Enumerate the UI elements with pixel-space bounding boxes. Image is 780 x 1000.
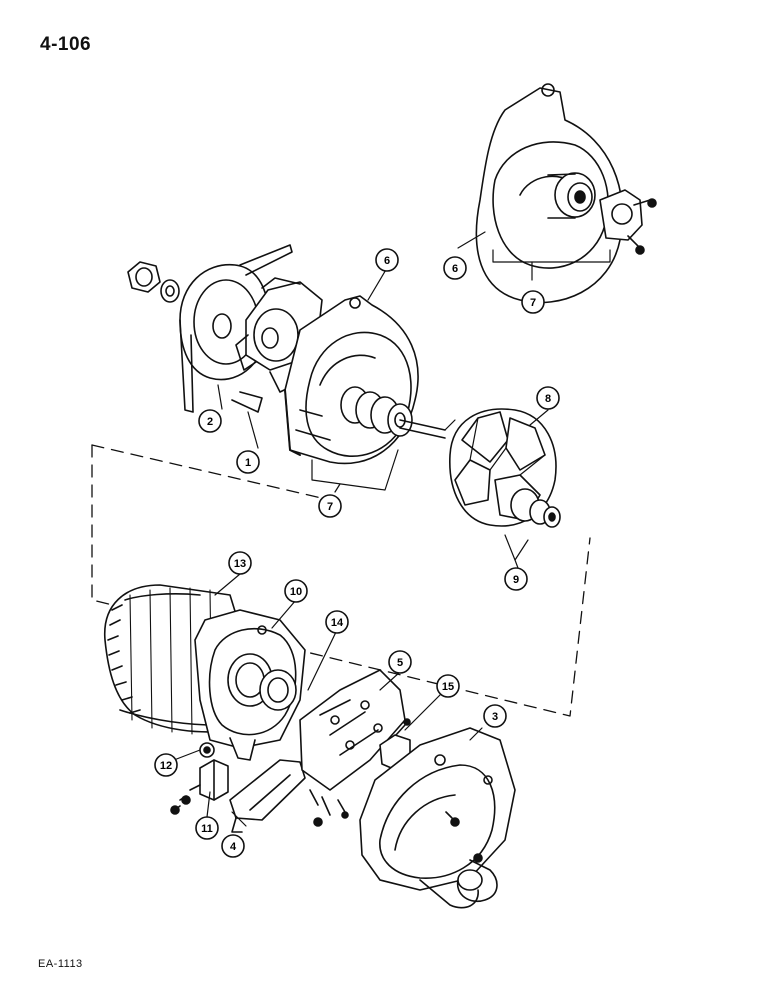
rotor	[444, 408, 561, 528]
page-number: 4-106	[40, 34, 92, 55]
callout-label: 6	[384, 255, 390, 267]
callout-2-pulley: 2	[198, 409, 222, 433]
end-housing-alternate	[475, 83, 657, 304]
callout-label: 7	[530, 297, 536, 309]
leader-lines	[173, 231, 611, 827]
callout-9-slip-rings: 9	[504, 567, 528, 591]
callout-6-drive-end: 6	[375, 248, 399, 272]
callout-label: 3	[492, 711, 498, 723]
callout-7-drive-end-bearing: 7	[318, 494, 342, 518]
callout-7-alternate-bearing: 7	[521, 290, 545, 314]
callout-14-nut: 12	[154, 753, 178, 777]
callout-11-stator: 13	[228, 551, 252, 575]
bracket	[229, 759, 306, 833]
callout-1-fan: 1	[236, 450, 260, 474]
rear-cover	[359, 727, 516, 909]
rectifier-end-housing	[194, 609, 306, 761]
callout-6-alternate-housing: 6	[443, 256, 467, 280]
callout-label: 12	[160, 760, 172, 772]
callout-13-regulator: 11	[195, 816, 219, 840]
callout-12-bearing-seat: 14	[325, 610, 349, 634]
callout-5-diode-plate: 5	[388, 650, 412, 674]
callout-3-rear-cover: 3	[483, 704, 507, 728]
callout-15-connector: 15	[436, 674, 460, 698]
callout-label: 1	[245, 457, 251, 469]
figure-code: EA-1113	[38, 958, 83, 970]
callout-label: 14	[331, 617, 344, 629]
diode-plate	[299, 669, 406, 827]
callout-label: 9	[513, 574, 519, 586]
callout-8-rotor: 8	[536, 386, 560, 410]
callout-label: 15	[442, 681, 454, 693]
nut-and-washer	[127, 261, 180, 303]
callout-label: 8	[545, 393, 551, 405]
callout-label: 7	[327, 501, 333, 513]
callout-label: 2	[207, 416, 213, 428]
callout-label: 13	[234, 558, 246, 570]
callout-label: 10	[290, 586, 302, 598]
callout-label: 4	[230, 841, 237, 853]
dashed-assembly-outline	[91, 444, 591, 717]
callout-4-bracket: 4	[221, 834, 245, 858]
callout-label: 5	[397, 657, 403, 669]
drive-end-bearing	[340, 386, 446, 439]
voltage-regulator	[170, 759, 229, 815]
callout-label: 11	[201, 823, 213, 835]
callout-label: 6	[452, 263, 458, 275]
callout-10-rectifier-housing: 10	[284, 579, 308, 603]
